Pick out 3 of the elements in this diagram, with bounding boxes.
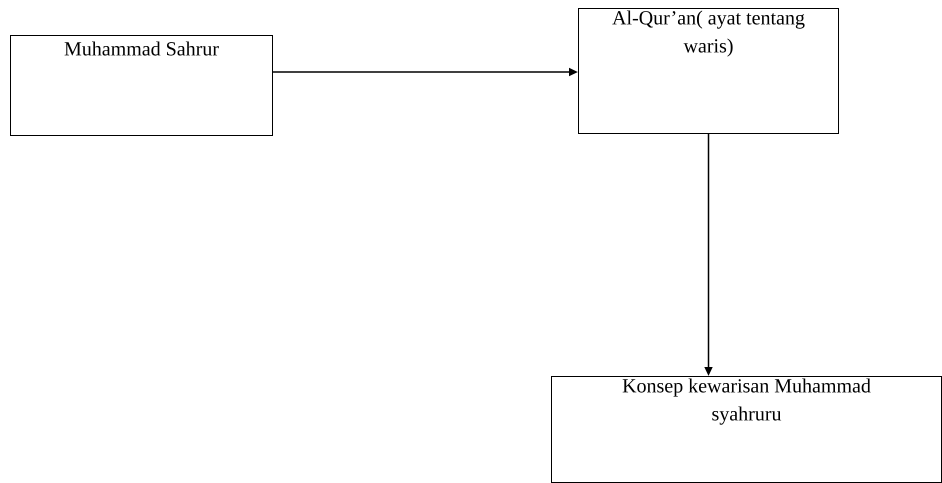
process-box: Al-Qur’an( ayat tentang waris) (578, 8, 839, 134)
process-box: Konsep kewarisan Muhammad syahruru (551, 376, 942, 483)
process-box: Muhammad Sahrur (10, 35, 273, 136)
